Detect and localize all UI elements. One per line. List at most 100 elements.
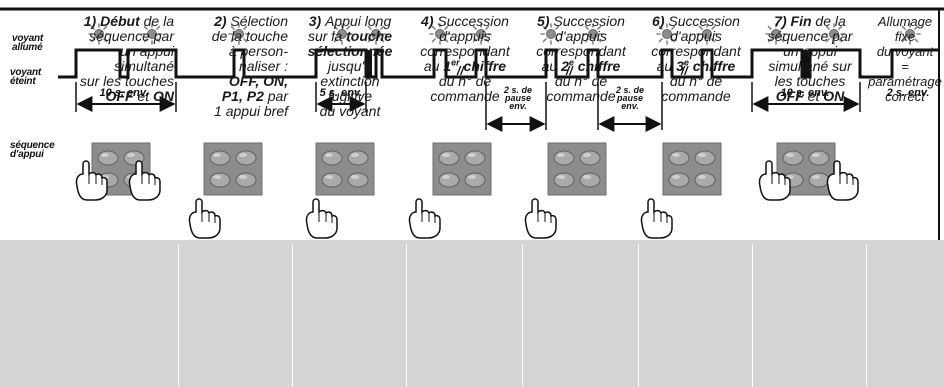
- caption-bold-run: chiffre: [688, 58, 736, 74]
- caption-run: du n° de: [669, 73, 723, 89]
- caption-run: de la: [139, 13, 174, 29]
- pause-line: 2 s. de: [615, 85, 644, 95]
- caption-bold-run: OFF: [105, 88, 134, 104]
- caption-line: OFF, ON,: [184, 74, 288, 89]
- caption-bold-run: 3: [676, 58, 684, 74]
- caption-bold-run: e: [568, 57, 574, 68]
- label-led-on: voyant allumé: [12, 33, 44, 53]
- caption-line: 3) Appui long: [294, 14, 406, 29]
- caption-line: correspondant: [524, 44, 638, 59]
- caption-run: fugitive: [327, 88, 373, 104]
- duration-label: 10 s. env.: [780, 87, 830, 99]
- caption-line: un appui: [754, 44, 866, 59]
- pause-line: env.: [621, 101, 639, 111]
- keypad-image: [203, 142, 263, 196]
- caption-run: à person-: [228, 43, 288, 59]
- label-line: voyant: [10, 67, 42, 78]
- caption-bold-run: 2): [214, 13, 231, 29]
- caption-bold-run: touche: [346, 28, 392, 44]
- caption-bold-run: 7): [774, 13, 791, 29]
- label-led-off: voyant éteint: [10, 67, 42, 87]
- column-divider: [866, 244, 867, 387]
- caption-line: paramétrage: [868, 74, 942, 89]
- pause-label: 2 s. de pause env.: [604, 85, 656, 111]
- caption-bold-run: 2: [561, 58, 569, 74]
- keypad-image: [547, 142, 607, 196]
- caption-line: 4) Succession: [408, 14, 522, 29]
- label-press-sequence: séquence d'appui: [10, 140, 55, 160]
- captions-panel: [0, 240, 944, 387]
- label-line: voyant: [12, 33, 44, 44]
- column-divider: [522, 244, 523, 387]
- caption-bold-run: ON: [823, 88, 845, 104]
- caption-run: de la: [811, 13, 846, 29]
- caption-line: Allumage: [868, 14, 942, 29]
- caption-run: correct: [885, 89, 925, 104]
- signal-blip-2: [803, 50, 809, 77]
- caption-line: commande: [640, 89, 752, 104]
- caption-run: d'appuis: [439, 28, 491, 44]
- caption-run: du n° de: [554, 73, 608, 89]
- caption-line: un appui: [60, 44, 174, 59]
- caption-run: et: [803, 88, 824, 104]
- label-line: éteint: [10, 76, 36, 87]
- caption-line: 7) Fin de la: [754, 14, 866, 29]
- keypad-image: [662, 142, 722, 196]
- caption-run: un appui: [783, 43, 837, 59]
- caption-line: commande: [524, 89, 638, 104]
- caption-line: commande: [408, 89, 522, 104]
- caption-run: commande: [546, 88, 616, 104]
- caption-run: Allumage: [877, 14, 933, 29]
- caption-run: Appui long: [325, 13, 392, 29]
- label-line: séquence: [10, 140, 55, 151]
- column-divider: [292, 244, 293, 387]
- caption-line: naliser :: [184, 59, 288, 74]
- caption-bold-run: e: [683, 57, 689, 68]
- caption-bold-run: 3): [308, 13, 326, 29]
- caption-run: sur les touches: [79, 73, 174, 89]
- label-line: d'appui: [10, 149, 44, 160]
- caption-line: au 2e chiffre: [524, 57, 638, 74]
- caption-run: d'appuis: [670, 28, 722, 44]
- caption-run: du n° de: [438, 73, 492, 89]
- caption-line: correct: [868, 89, 942, 104]
- pause-label: 2 s. de pause env.: [492, 86, 544, 111]
- caption-run: d'appuis: [555, 28, 607, 44]
- caption-bold-run: OFF: [775, 88, 804, 104]
- caption-bold-run: chiffre: [573, 58, 621, 74]
- label-line: allumé: [12, 42, 43, 53]
- caption-line: de la touche: [184, 29, 288, 44]
- pause-line: pause: [616, 93, 643, 103]
- column-divider: [406, 244, 407, 387]
- duration-label: 2 s. env.: [886, 87, 930, 99]
- caption-line: =: [868, 59, 942, 74]
- keypad-image: [315, 142, 375, 196]
- caption-line: du voyant: [294, 104, 406, 119]
- caption-run: correspondant: [420, 43, 510, 59]
- caption-bold-run: ON: [153, 88, 174, 104]
- caption-line: P1, P2 par: [184, 89, 288, 104]
- caption-line: séquence par: [60, 29, 174, 44]
- caption-line: du n° de: [640, 74, 752, 89]
- caption-line: au 3e chiffre: [640, 57, 752, 74]
- break-mark: //: [566, 64, 573, 78]
- caption-run: au: [423, 58, 444, 74]
- caption-line: du n° de: [408, 74, 522, 89]
- break-mark: //: [457, 64, 464, 78]
- caption-run: Succession: [553, 13, 625, 29]
- caption-bold-run: 4): [421, 13, 438, 29]
- caption-line: d'appuis: [524, 29, 638, 44]
- caption-run: simultané: [114, 58, 174, 74]
- caption-bold-run: sélectionnée: [307, 43, 393, 59]
- caption-run: au: [541, 58, 562, 74]
- break-mark: //: [681, 64, 688, 78]
- pause-line: pause: [504, 93, 531, 103]
- caption-run: fixe: [894, 29, 916, 44]
- caption-bold-run: OFF, ON,: [228, 73, 288, 89]
- caption-line: fixe: [868, 29, 942, 44]
- caption-line: du n° de: [524, 74, 638, 89]
